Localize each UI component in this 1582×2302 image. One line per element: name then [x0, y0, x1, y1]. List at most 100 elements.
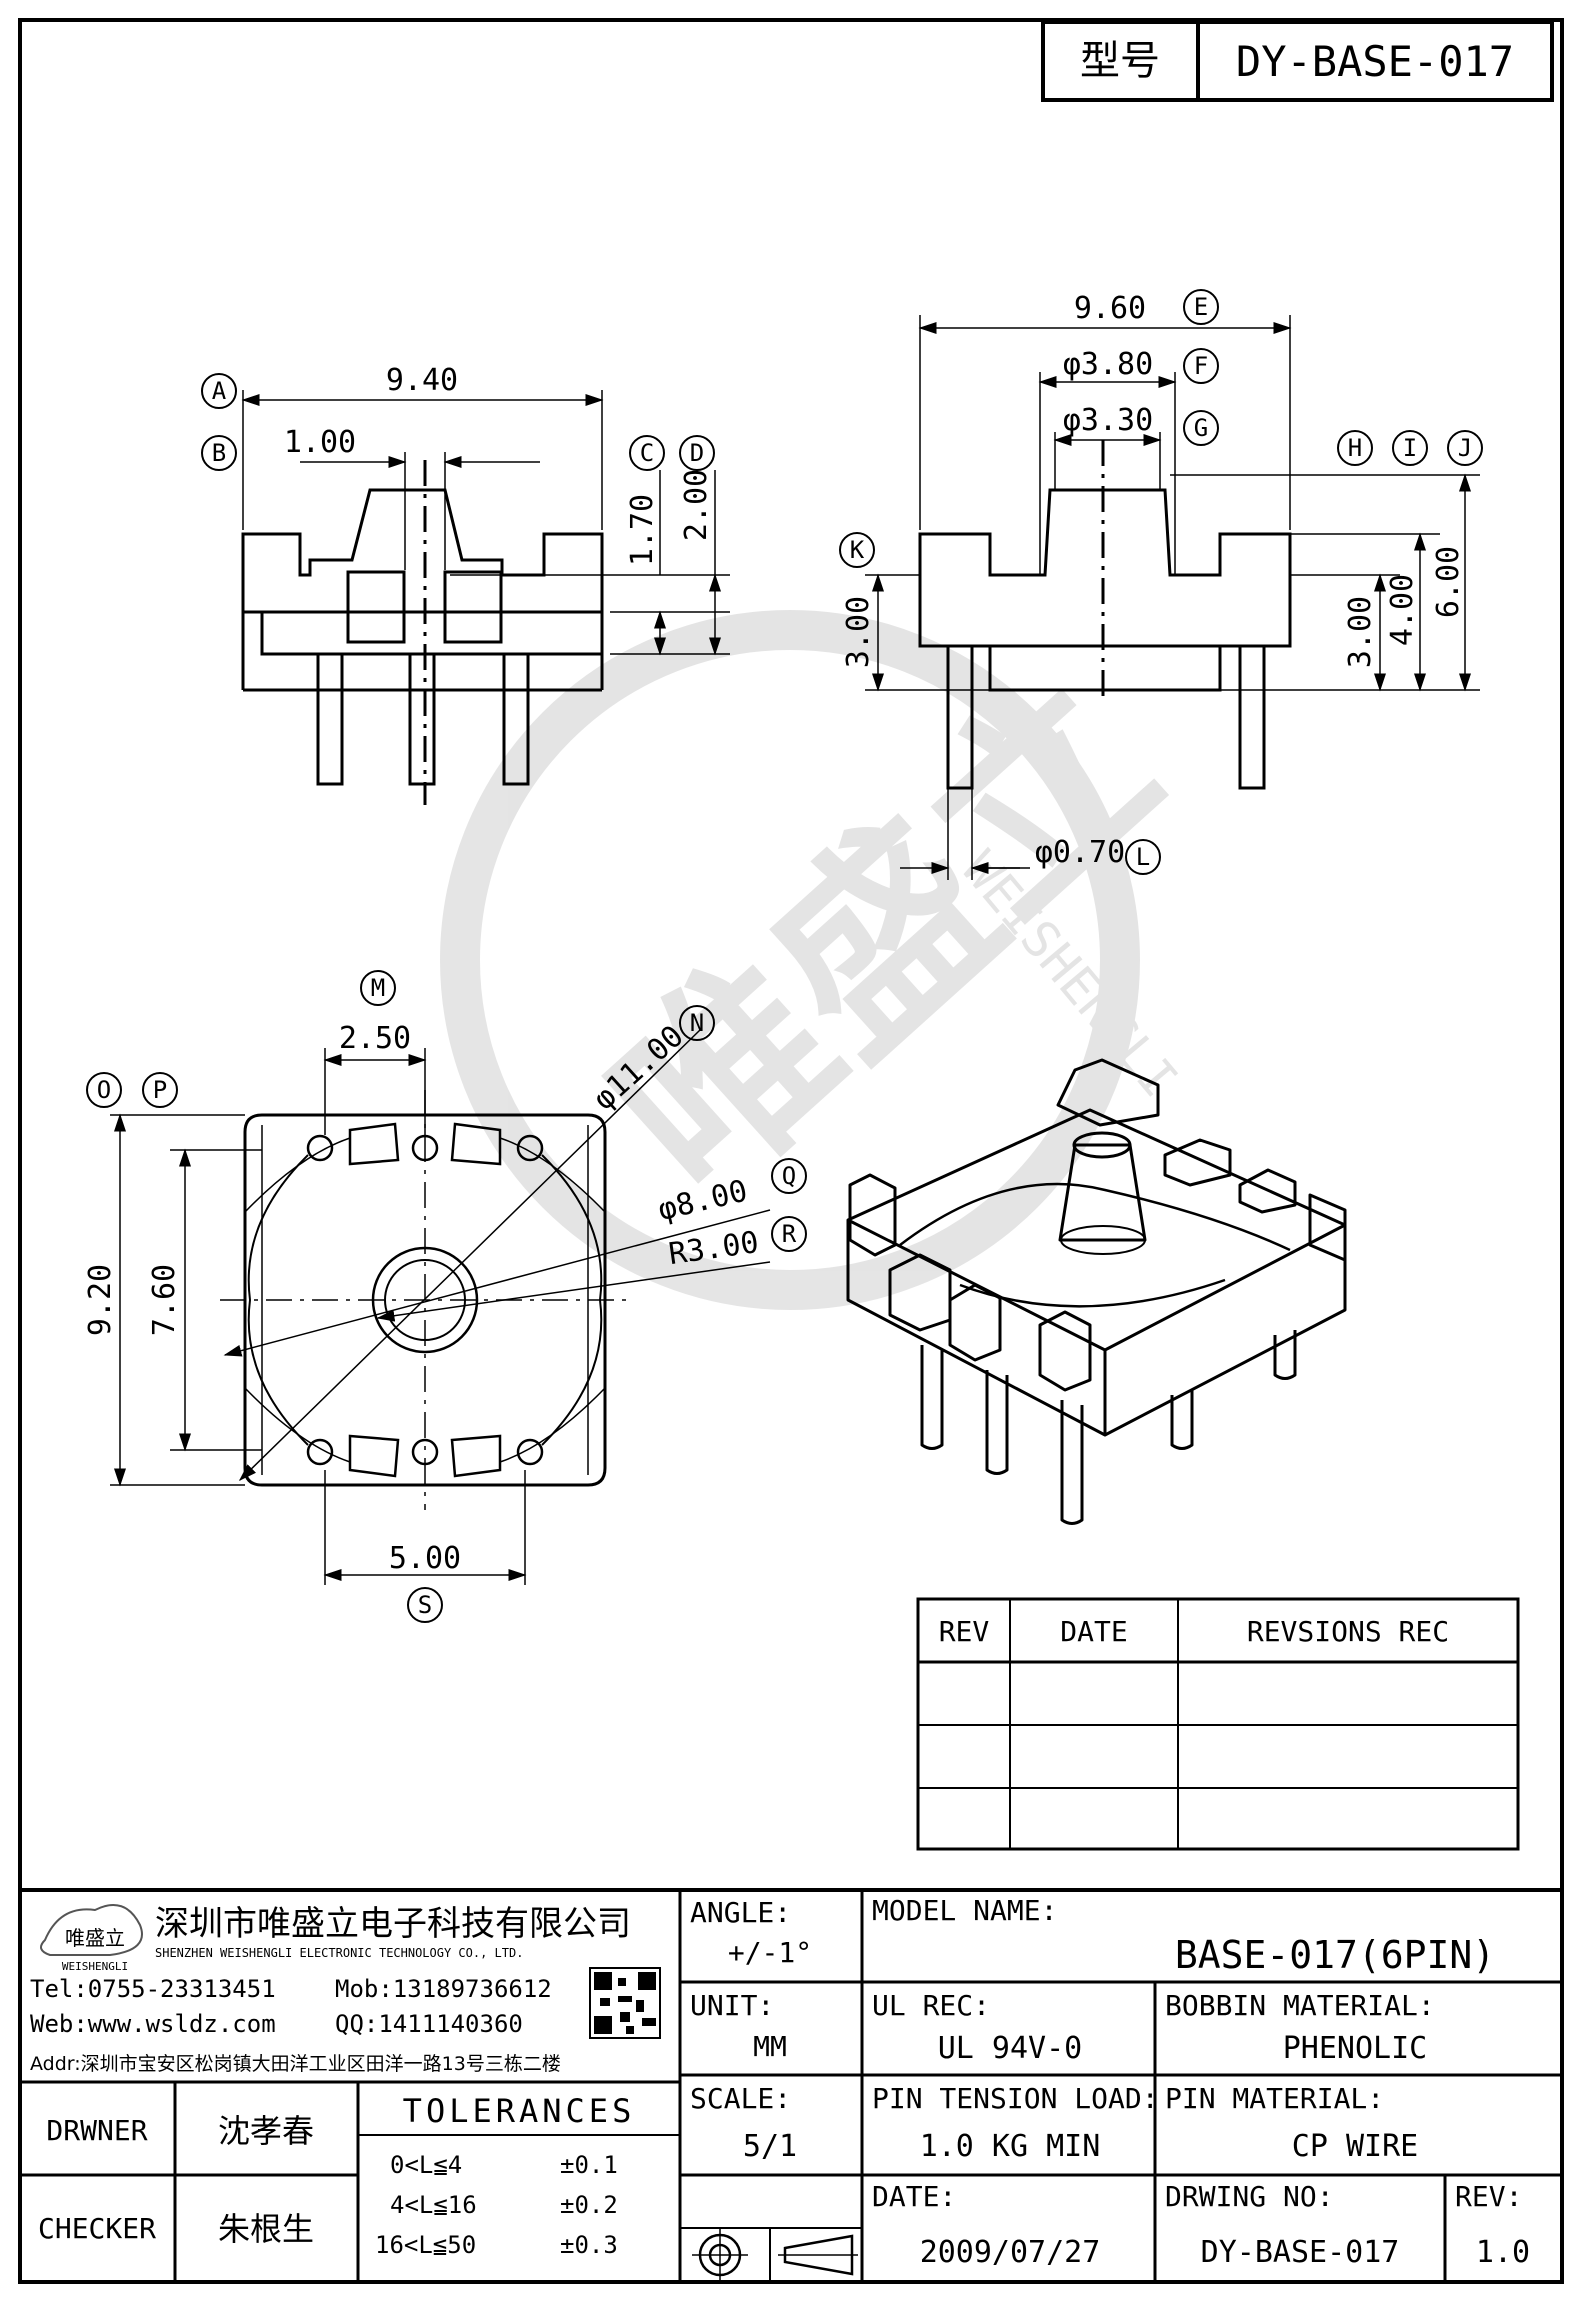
svg-text:C: C	[640, 439, 654, 467]
watermark: 唯盛立 WEISHENGLI	[440, 610, 1201, 1310]
svg-text:L: L	[1136, 843, 1150, 871]
dim-f-380: φ3.80	[1063, 347, 1153, 382]
bobbin-material-value: PHENOLIC	[1283, 2031, 1428, 2066]
callout-h: H	[1337, 430, 1373, 466]
callout-l: L	[1125, 839, 1161, 875]
callout-r: R	[771, 1216, 807, 1252]
svg-text:K: K	[850, 536, 865, 564]
model-header-label: 型号	[1080, 38, 1160, 84]
rev-header-rev: REV	[939, 1615, 990, 1648]
svg-text:R: R	[782, 1220, 797, 1248]
dim-c-170: 1.70	[625, 494, 660, 566]
ul-rec-value: UL 94V-0	[938, 2031, 1083, 2066]
scale-value: 5/1	[743, 2129, 797, 2164]
dim-d-200: 2.00	[679, 469, 714, 541]
svg-text:H: H	[1348, 434, 1362, 462]
company-info: 唯盛立 WEISHENGLI 深圳市唯盛立电子科技有限公司 SHENZHEN W…	[30, 1904, 661, 2075]
callout-p: P	[142, 1072, 178, 1108]
bobbin-material-label: BOBBIN MATERIAL:	[1165, 1989, 1435, 2022]
ul-rec-label: UL REC:	[872, 1989, 990, 2022]
callout-j: J	[1447, 430, 1483, 466]
projection-symbol-icon	[692, 2228, 858, 2282]
callouts: A B C D E F G H I J K L M N O P Q R S	[86, 289, 1483, 1623]
revision-table-headers: REV DATE REVSIONS REC	[939, 1615, 1449, 1648]
svg-text:E: E	[1194, 293, 1208, 321]
model-name-label: MODEL NAME:	[872, 1894, 1057, 1927]
drawer-value: 沈孝春	[218, 2112, 314, 2150]
pin-material-label: PIN MATERIAL:	[1165, 2082, 1384, 2115]
company-mob: Mob:13189736612	[335, 1975, 552, 2003]
rev-value: 1.0	[1476, 2235, 1530, 2270]
dim-i-400: 4.00	[1385, 574, 1420, 646]
company-tel: Tel:0755-23313451	[30, 1975, 276, 2003]
dim-k-300: 3.00	[841, 596, 876, 668]
isometric-view	[846, 1058, 1347, 1525]
callout-f: F	[1183, 348, 1219, 384]
svg-text:B: B	[212, 439, 226, 467]
svg-text:G: G	[1194, 414, 1208, 442]
unit-label: UNIT:	[690, 1989, 774, 2022]
checker-value: 朱根生	[218, 2210, 314, 2248]
side-view	[918, 440, 1292, 790]
model-name-value: BASE-017(6PIN)	[1175, 1933, 1495, 1977]
rev-label: REV:	[1455, 2180, 1522, 2213]
svg-text:Q: Q	[782, 1162, 796, 1190]
drawing-no-label: DRWING NO:	[1165, 2180, 1334, 2213]
dim-b-100: 1.00	[284, 425, 356, 460]
dim-o-920: 9.20	[83, 1264, 118, 1336]
callout-s: S	[407, 1587, 443, 1623]
angle-label: ANGLE:	[690, 1896, 791, 1929]
tolerances-label: TOLERANCES	[403, 2092, 636, 2130]
pin-tension-value: 1.0 KG MIN	[920, 2129, 1101, 2164]
dim-h-300: 3.00	[1343, 596, 1378, 668]
svg-text:D: D	[690, 439, 704, 467]
dim-e-960: 9.60	[1074, 291, 1146, 326]
dim-a-940: 9.40	[386, 363, 458, 398]
company-name-en: SHENZHEN WEISHENGLI ELECTRONIC TECHNOLOG…	[155, 1946, 523, 1960]
title-block-text: ANGLE: +/-1° MODEL NAME: BASE-017(6PIN) …	[38, 1894, 1530, 2270]
svg-text:J: J	[1458, 434, 1472, 462]
callout-c: C	[629, 435, 665, 471]
model-header-value: DY-BASE-017	[1236, 37, 1514, 86]
dim-p-760: 7.60	[147, 1264, 182, 1336]
date-value: 2009/07/27	[920, 2235, 1101, 2270]
company-logo-text: 唯盛立	[65, 1926, 125, 1950]
title-block-grid	[20, 1888, 1562, 2282]
svg-text:S: S	[418, 1591, 432, 1619]
scale-label: SCALE:	[690, 2082, 791, 2115]
dim-g-330: φ3.30	[1063, 403, 1153, 438]
callout-g: G	[1183, 410, 1219, 446]
rev-header-rec: REVSIONS REC	[1247, 1615, 1449, 1648]
callout-n: N	[679, 1005, 715, 1041]
pin-tension-label: PIN TENSION LOAD:	[872, 2082, 1159, 2115]
tolerance-range-3: 16<L≦50	[375, 2231, 476, 2259]
top-view-dimensions	[110, 1029, 771, 1585]
drawer-label: DRWNER	[46, 2114, 147, 2147]
drawing-no-value: DY-BASE-017	[1201, 2235, 1400, 2270]
angle-value: +/-1°	[728, 1936, 812, 1969]
company-addr: Addr:深圳市宝安区松岗镇大田洋工业区田洋一路13号三栋二楼	[30, 2053, 561, 2075]
pin-material-value: CP WIRE	[1292, 2129, 1418, 2164]
svg-text:O: O	[97, 1076, 111, 1104]
front-view	[241, 460, 604, 805]
callout-q: Q	[771, 1158, 807, 1194]
qr-code-icon	[589, 1967, 661, 2039]
svg-text:I: I	[1403, 434, 1417, 462]
side-view-dim-text: 9.60 φ3.80 φ3.30 3.00 4.00 6.00 3.00 φ0.…	[841, 291, 1466, 870]
callout-b: B	[201, 435, 237, 471]
side-view-dimensions	[865, 315, 1480, 880]
dim-m-250: 2.50	[339, 1021, 411, 1056]
company-logo: 唯盛立 WEISHENGLI	[40, 1904, 143, 1973]
svg-text:P: P	[153, 1076, 167, 1104]
tolerance-value-2: ±0.2	[560, 2191, 618, 2219]
callout-e: E	[1183, 289, 1219, 325]
tolerance-range-1: 0<L≦4	[390, 2151, 462, 2179]
rev-header-date: DATE	[1060, 1615, 1127, 1648]
front-view-dimensions	[241, 390, 730, 656]
revision-table	[916, 1597, 1520, 1851]
dim-l-070: φ0.70	[1035, 835, 1125, 870]
svg-text:F: F	[1194, 352, 1208, 380]
tolerance-value-1: ±0.1	[560, 2151, 618, 2179]
callout-k: K	[839, 532, 875, 568]
